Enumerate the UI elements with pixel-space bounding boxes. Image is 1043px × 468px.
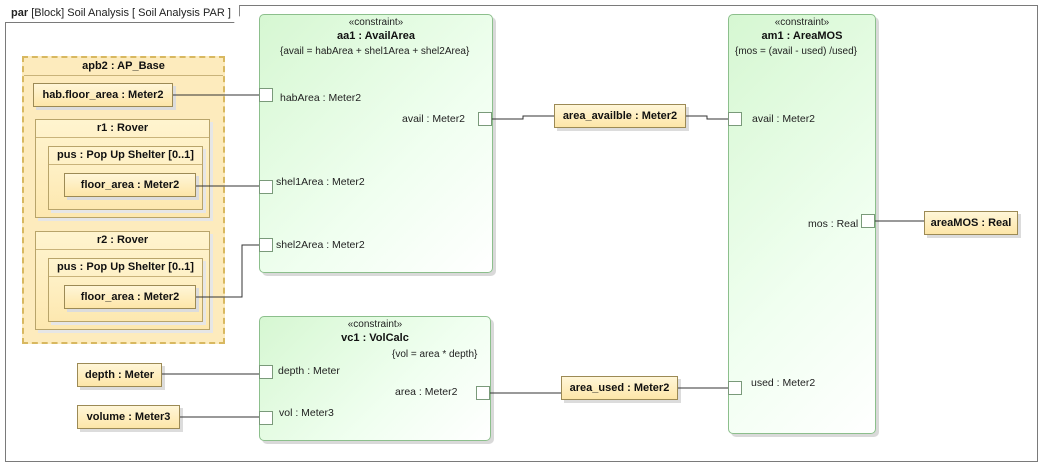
connector-avail-area-availble[interactable]: [492, 115, 554, 120]
diagram-title: [Block] Soil Analysis [ Soil Analysis PA…: [31, 7, 231, 19]
part-apb2-divider: [24, 75, 223, 76]
constraint-aa1-stereotype: «constraint»: [348, 17, 404, 28]
part-r1-pus-title: pus : Pop Up Shelter [0..1]: [57, 149, 194, 161]
port-am1-mos-label: mos : Real: [808, 218, 859, 230]
port-aa1-shel2Area[interactable]: [259, 238, 273, 252]
constraint-vc1-stereotype: «constraint»: [347, 319, 403, 330]
port-vc1-depth[interactable]: [259, 365, 273, 379]
port-aa1-habArea[interactable]: [259, 88, 273, 102]
port-aa1-shel2Area-label: shel2Area : Meter2: [276, 239, 365, 251]
constraint-aa1-expression: {avail = habArea + shel1Area + shel2Area…: [280, 46, 470, 57]
port-am1-mos[interactable]: [861, 214, 875, 228]
part-r1-title: r1 : Rover: [96, 122, 149, 134]
part-r2-floor-area[interactable]: floor_area : Meter2: [64, 285, 196, 309]
port-aa1-habArea-label: habArea : Meter2: [280, 92, 362, 104]
constraint-aa1[interactable]: «constraint» aa1 : AvailArea {avail = ha…: [259, 14, 493, 273]
part-r1-divider: [36, 137, 209, 138]
port-aa1-shel1Area-label: shel1Area : Meter2: [276, 176, 365, 188]
constraint-vc1-expression: {vol = area * depth}: [392, 349, 478, 360]
constraint-am1-name: am1 : AreaMOS: [761, 30, 843, 42]
part-area-availble[interactable]: area_availble : Meter2: [554, 104, 686, 128]
constraint-am1-expression: {mos = (avail - used) /used}: [735, 46, 858, 57]
part-r1-floor-area[interactable]: floor_area : Meter2: [64, 173, 196, 197]
port-vc1-vol-label: vol : Meter3: [279, 407, 334, 419]
constraint-vc1-name: vc1 : VolCalc: [341, 332, 409, 344]
constraint-vc1[interactable]: «constraint» vc1 : VolCalc {vol = area *…: [259, 316, 491, 441]
port-am1-used-label: used : Meter2: [751, 377, 816, 389]
diagram-frame: [5, 5, 1038, 462]
part-apb2-title: apb2 : AP_Base: [82, 60, 165, 72]
port-vc1-depth-label: depth : Meter: [278, 365, 340, 377]
port-aa1-avail[interactable]: [478, 112, 492, 126]
part-r2-divider: [36, 249, 209, 250]
constraint-aa1-name: aa1 : AvailArea: [336, 30, 416, 42]
port-am1-avail[interactable]: [728, 112, 742, 126]
constraint-am1-stereotype: «constraint»: [774, 17, 830, 28]
port-vc1-area[interactable]: [476, 386, 490, 400]
port-aa1-avail-label: avail : Meter2: [402, 113, 466, 125]
part-areaMOS[interactable]: areaMOS : Real: [924, 211, 1018, 235]
part-volume[interactable]: volume : Meter3: [77, 405, 180, 429]
port-vc1-vol[interactable]: [259, 411, 273, 425]
port-am1-used[interactable]: [728, 381, 742, 395]
part-area-used[interactable]: area_used : Meter2: [561, 376, 678, 400]
constraint-am1[interactable]: «constraint» am1 : AreaMOS {mos = (avail…: [728, 14, 876, 434]
part-r2-pus-title: pus : Pop Up Shelter [0..1]: [57, 261, 194, 273]
part-depth[interactable]: depth : Meter: [77, 363, 162, 387]
part-hab-floor-area[interactable]: hab.floor_area : Meter2: [33, 83, 173, 107]
diagram-frame-header: par [Block] Soil Analysis [ Soil Analysi…: [5, 5, 240, 23]
connector-r2-floor-area-shel2Area[interactable]: [196, 244, 259, 298]
diagram-kind: par: [11, 7, 29, 19]
port-vc1-area-label: area : Meter2: [395, 386, 458, 398]
port-am1-avail-label: avail : Meter2: [752, 113, 816, 125]
connector-area-availble-am1-avail[interactable]: [686, 115, 728, 120]
part-r2-title: r2 : Rover: [96, 234, 149, 246]
part-r2-pus-divider: [49, 276, 202, 277]
part-r1-pus-divider: [49, 164, 202, 165]
port-aa1-shel1Area[interactable]: [259, 180, 273, 194]
